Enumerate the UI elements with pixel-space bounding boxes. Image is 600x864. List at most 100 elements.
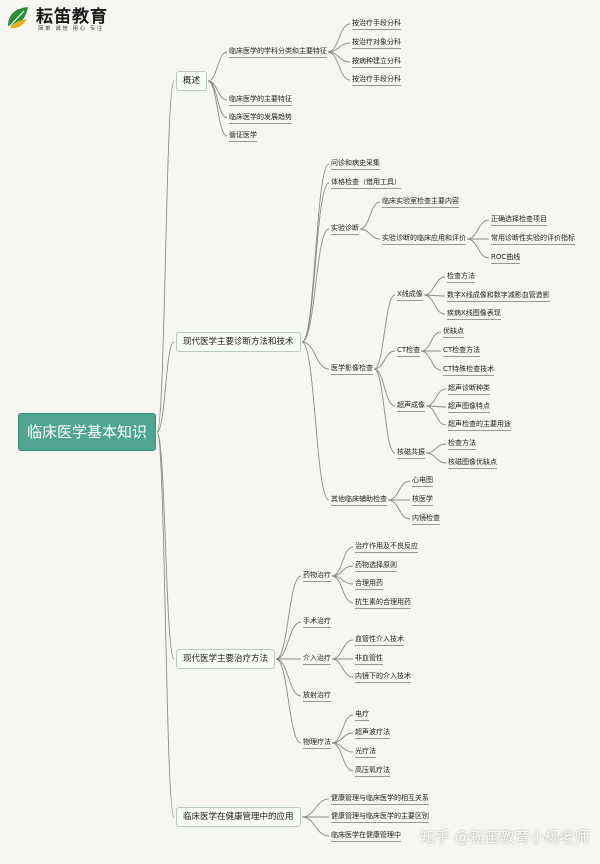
- diagnosis-lab-item: 实验诊断的临床应用和评价: [382, 234, 466, 245]
- connector-line: [327, 42, 351, 53]
- connector-line: [301, 341, 330, 370]
- treatment-physical-item: 高压氧疗法: [355, 766, 390, 777]
- overview-classification-item: 按病种建立分科: [352, 57, 401, 68]
- root-node: 临床医学基本知识: [18, 413, 157, 451]
- diagnosis-lab-node: 实验诊断: [331, 224, 359, 235]
- connector-line: [373, 294, 396, 370]
- connector-line: [275, 621, 302, 660]
- overview-classification-item: 按治疗手段分科: [352, 19, 401, 30]
- connector-lines: [156, 23, 490, 837]
- diagnosis-history-node: 问诊和病史采集: [331, 159, 380, 170]
- treatment-interventional-item: 血管性介入技术: [355, 635, 404, 646]
- connector-line: [373, 368, 396, 454]
- treatment-drug-item: 合理用药: [355, 579, 383, 590]
- imaging-ultrasound-item: 超声诊断种类: [448, 384, 490, 395]
- connector-line: [301, 341, 330, 501]
- connector-line: [387, 480, 411, 501]
- connector-line: [331, 742, 354, 772]
- connector-line: [207, 80, 228, 137]
- diagnosis-imaging-node: 医学影像检查: [331, 364, 373, 375]
- imaging-xray-item: 疾病X线图像表现: [447, 309, 501, 320]
- brand-logo: 耘笛教育 简单 诚信 用心 专注: [4, 2, 154, 34]
- connector-line: [359, 228, 381, 240]
- overview-features-node: 临床医学的主要特征: [229, 95, 292, 106]
- treatment-physical-node: 物理疗法: [303, 738, 331, 749]
- imaging-mri-item: 核磁图像优缺点: [448, 458, 497, 469]
- imaging-ultrasound-item: 超声检查的主要用途: [448, 420, 511, 431]
- connector-line: [331, 639, 354, 660]
- connector-line: [425, 452, 447, 464]
- treatment-surgery-node: 手术治疗: [303, 617, 331, 628]
- overview-classification-node: 临床医学的学科分类和主要特征: [229, 47, 327, 58]
- watermark: 知乎 @耘笛教育小杨老师: [420, 828, 590, 846]
- treatment-drug-item: 药物选择原则: [355, 561, 397, 572]
- treatment-physical-item: 超声波疗法: [355, 728, 390, 739]
- connector-line: [275, 658, 302, 744]
- overview-trends-node: 临床医学的发展趋势: [229, 113, 292, 124]
- connector-line: [387, 499, 411, 520]
- treatment-radiation-node: 放射治疗: [303, 691, 331, 702]
- connector-line: [331, 575, 354, 604]
- diagnosis-lab-item: 临床实验室检查主要内容: [382, 197, 459, 208]
- connector-line: [156, 431, 175, 660]
- overview-classification-item: 按治疗对象分科: [352, 38, 401, 49]
- connector-line: [275, 658, 302, 697]
- diagnosis-lab-eval-item: 正确选择检查项目: [491, 215, 547, 226]
- connector-line: [327, 51, 351, 81]
- diagnosis-other-node: 其他临床辅助检查: [331, 495, 387, 506]
- imaging-ultrasound-node: 超声成像: [397, 401, 425, 412]
- imaging-mri-item: 检查方法: [448, 439, 476, 450]
- leaf-logo-icon: [8, 7, 28, 29]
- health-management-node: 临床医学在健康管理中的应用: [176, 807, 301, 827]
- overview-ebm-node: 循证医学: [229, 131, 257, 142]
- connector-line: [327, 23, 351, 53]
- overview-node: 概述: [176, 71, 208, 91]
- imaging-ultrasound-item: 超声图像特点: [448, 402, 490, 413]
- imaging-ct-item: 优缺点: [443, 327, 464, 338]
- diagnosis-lab-eval-item: 常用诊断性实验的评价指标: [491, 234, 575, 245]
- imaging-xray-node: X线成像: [397, 290, 423, 301]
- connector-line: [301, 182, 330, 343]
- diagnosis-physical-exam-node: 体格检查（借用工具）: [331, 178, 401, 189]
- connector-line: [301, 798, 330, 818]
- diagnosis-other-item: 心电图: [412, 476, 433, 487]
- brand-name: 耘笛教育: [36, 7, 108, 27]
- health-management-item: 临床医学在健康管理中: [331, 831, 401, 842]
- connector-line: [423, 294, 446, 315]
- connector-line: [331, 565, 354, 577]
- diagnosis-lab-eval-item: ROC曲线: [491, 253, 521, 264]
- imaging-xray-item: 检查方法: [447, 272, 475, 283]
- connector-line: [331, 714, 354, 744]
- overview-classification-item: 按治疗手段分科: [352, 75, 401, 86]
- connector-line: [207, 80, 228, 101]
- imaging-xray-item: 数字X线成像和数字减影血管造影: [447, 291, 550, 302]
- connector-line: [425, 388, 447, 407]
- connector-line: [301, 163, 330, 343]
- diagnosis-other-item: 核医学: [412, 495, 433, 506]
- connector-line: [466, 219, 490, 240]
- connector-line: [331, 658, 354, 678]
- treatment-drug-item: 抗生素的合理用药: [355, 598, 411, 609]
- connector-line: [425, 443, 447, 454]
- connector-line: [301, 816, 330, 837]
- treatment-drug-item: 治疗作用及不良反应: [355, 542, 418, 553]
- connector-line: [156, 341, 175, 433]
- imaging-ct-item: CT检查方法: [443, 346, 481, 357]
- imaging-ct-node: CT检查: [397, 346, 421, 357]
- connector-line: [420, 331, 442, 352]
- diagnosis-other-item: 内镜检查: [412, 514, 440, 525]
- connector-line: [420, 350, 442, 371]
- treatment-node: 现代医学主要治疗方法: [176, 649, 276, 669]
- connector-line: [301, 228, 330, 343]
- connector-line: [331, 546, 354, 577]
- connector-line: [423, 276, 446, 296]
- imaging-mri-node: 核磁共振: [397, 448, 425, 459]
- treatment-physical-item: 光疗法: [355, 747, 376, 758]
- connector-line: [156, 431, 175, 818]
- treatment-interventional-node: 介入治疗: [303, 654, 331, 665]
- connector-line: [156, 80, 175, 433]
- connector-line: [373, 368, 396, 407]
- connector-line: [331, 732, 354, 744]
- health-management-item: 健康管理与临床医学的相互关系: [331, 794, 429, 805]
